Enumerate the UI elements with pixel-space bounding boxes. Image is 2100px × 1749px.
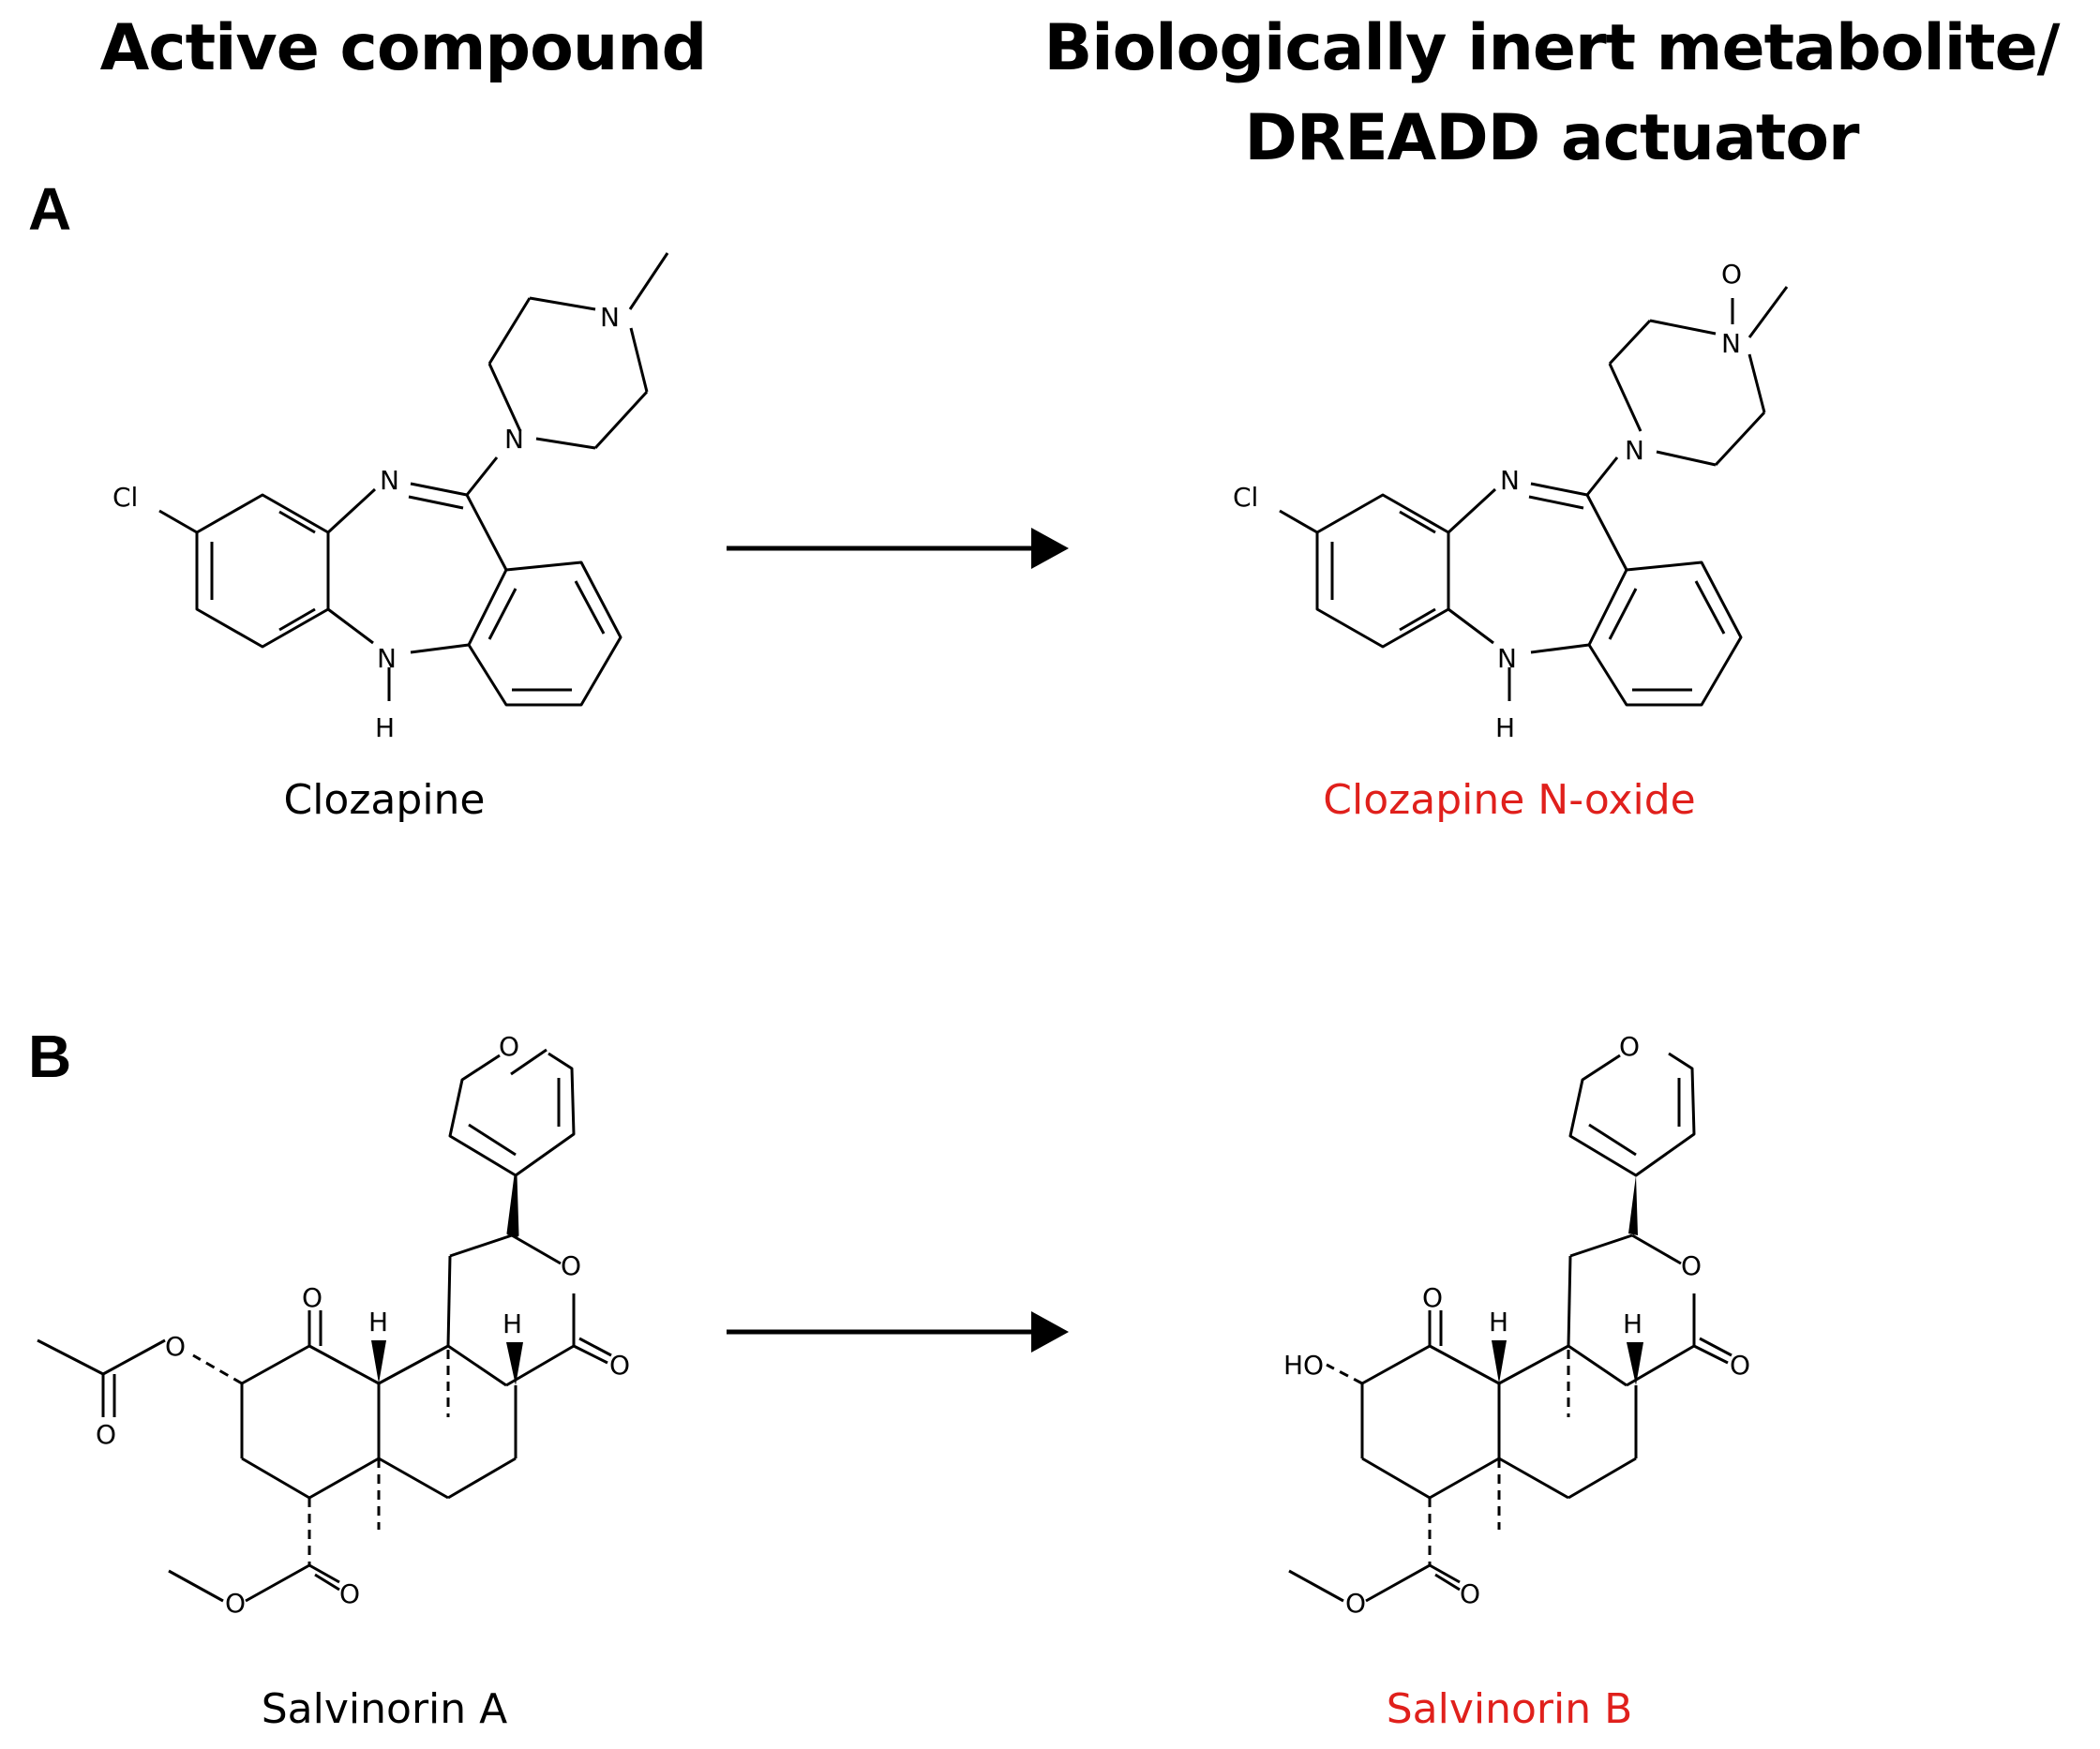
svg-text:N: N — [504, 424, 524, 455]
clozapine-n-oxide-structure: N N O — [1231, 259, 1789, 745]
svg-text:H: H — [1489, 1307, 1508, 1338]
svg-text:H: H — [368, 1307, 388, 1338]
svg-text:H: H — [1623, 1308, 1642, 1339]
svg-text:O: O — [1721, 259, 1742, 290]
right-column-header: Biologically inert metabolite/ DREADD ac… — [1012, 4, 2091, 184]
svg-text:O: O — [609, 1350, 630, 1381]
svg-text:O: O — [1681, 1250, 1702, 1281]
clozapine-structure: N N — [111, 252, 669, 745]
svg-text:N: N — [1625, 435, 1644, 466]
clozapine-n-oxide-label: Clozapine N-oxide — [1323, 776, 1696, 824]
panel-letter-a: A — [28, 175, 72, 243]
reaction-arrow-a — [727, 528, 1069, 569]
panel-letter-b: B — [28, 1023, 72, 1090]
svg-text:O: O — [1345, 1588, 1366, 1619]
svg-text:O: O — [1422, 1282, 1443, 1313]
svg-text:N: N — [1721, 328, 1741, 359]
svg-text:O: O — [1730, 1350, 1750, 1381]
svg-text:O: O — [1460, 1578, 1480, 1609]
svg-text:O: O — [1619, 1031, 1640, 1062]
left-column-header: Active compound — [99, 11, 708, 85]
svg-text:O: O — [96, 1419, 116, 1450]
salvinorin-a-structure: H H O O O O O O O O — [37, 1031, 630, 1619]
reaction-arrow-b — [727, 1311, 1069, 1353]
salvinorin-b-structure: H H O O O O HO O O — [1283, 1031, 1750, 1619]
salvinorin-b-label: Salvinorin B — [1386, 1685, 1633, 1733]
svg-text:O: O — [499, 1031, 519, 1062]
svg-text:O: O — [302, 1282, 322, 1313]
svg-text:O: O — [165, 1331, 186, 1362]
svg-text:O: O — [339, 1578, 360, 1609]
salvinorin-a-label: Salvinorin A — [261, 1685, 508, 1733]
right-header-line-2: DREADD actuator — [1244, 101, 1859, 175]
svg-text:N: N — [600, 302, 620, 333]
svg-text:O: O — [561, 1250, 581, 1281]
right-header-line-1: Biologically inert metabolite/ — [1043, 11, 2060, 85]
svg-text:HO: HO — [1283, 1350, 1324, 1381]
svg-text:O: O — [225, 1588, 246, 1619]
svg-text:H: H — [502, 1308, 522, 1339]
clozapine-label: Clozapine — [283, 776, 486, 824]
